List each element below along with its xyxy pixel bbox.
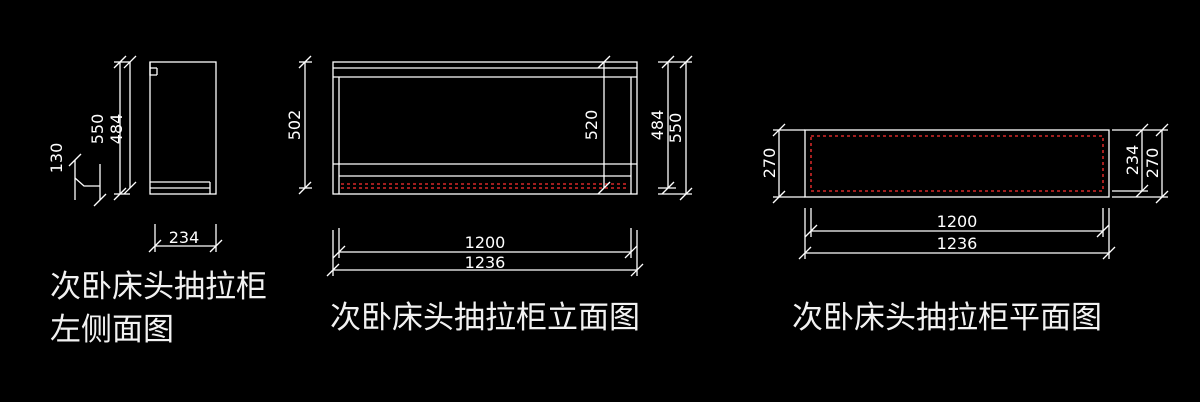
- plan-dim-1236: [798, 208, 1116, 260]
- plan-dim-270-right: [1112, 123, 1169, 204]
- elev-dim-502: [298, 55, 312, 195]
- side-dim-550-label: 550: [88, 114, 107, 145]
- plan-dim-270-left: [772, 123, 805, 204]
- plan-dim-270-right-label: 270: [1143, 148, 1162, 179]
- plan-outline: [804, 129, 1110, 198]
- side-dim-234: [148, 224, 223, 253]
- elev-dim-1236: [326, 230, 644, 277]
- plan-view: [772, 123, 1169, 260]
- plan-dim-1236-label: 1236: [937, 234, 978, 253]
- side-view-caption: 次卧床头抽拉柜左侧面图: [50, 269, 267, 348]
- elev-dim-520-label: 520: [582, 110, 601, 141]
- plan-dim-1200-label: 1200: [937, 212, 978, 231]
- side-outline: [149, 61, 217, 195]
- elev-dim-484-label: 484: [648, 110, 667, 141]
- plan-dim-270-left-label: 270: [760, 148, 779, 179]
- elevation-hidden-lines: [341, 183, 629, 189]
- plan-dim-234: [1112, 123, 1149, 198]
- side-dim-234-label: 234: [169, 228, 200, 247]
- elev-dim-502-label: 502: [285, 110, 304, 141]
- plan-hidden-lines: [810, 135, 1104, 192]
- elev-dim-550: [658, 55, 693, 201]
- elev-dim-520: [597, 55, 611, 195]
- side-dim-484: [123, 55, 137, 195]
- side-view: [68, 55, 223, 253]
- plan-caption: 次卧床头抽拉柜平面图: [792, 300, 1102, 336]
- elevation-caption: 次卧床头抽拉柜立面图: [330, 300, 640, 336]
- side-dim-130-label: 130: [47, 143, 66, 174]
- elev-dim-1200-label: 1200: [465, 233, 506, 252]
- side-dim-550: [113, 55, 130, 201]
- elevation-view: [298, 55, 693, 277]
- elev-dim-550-label: 550: [666, 113, 685, 144]
- side-dim-484-label: 484: [107, 114, 126, 145]
- elev-dim-1236-label: 1236: [465, 253, 506, 272]
- plan-dim-234-label: 234: [1123, 145, 1142, 176]
- elevation-outline: [332, 61, 638, 195]
- side-dim-130: [68, 153, 107, 207]
- elev-dim-1200: [332, 228, 638, 259]
- plan-dim-1200: [804, 208, 1110, 238]
